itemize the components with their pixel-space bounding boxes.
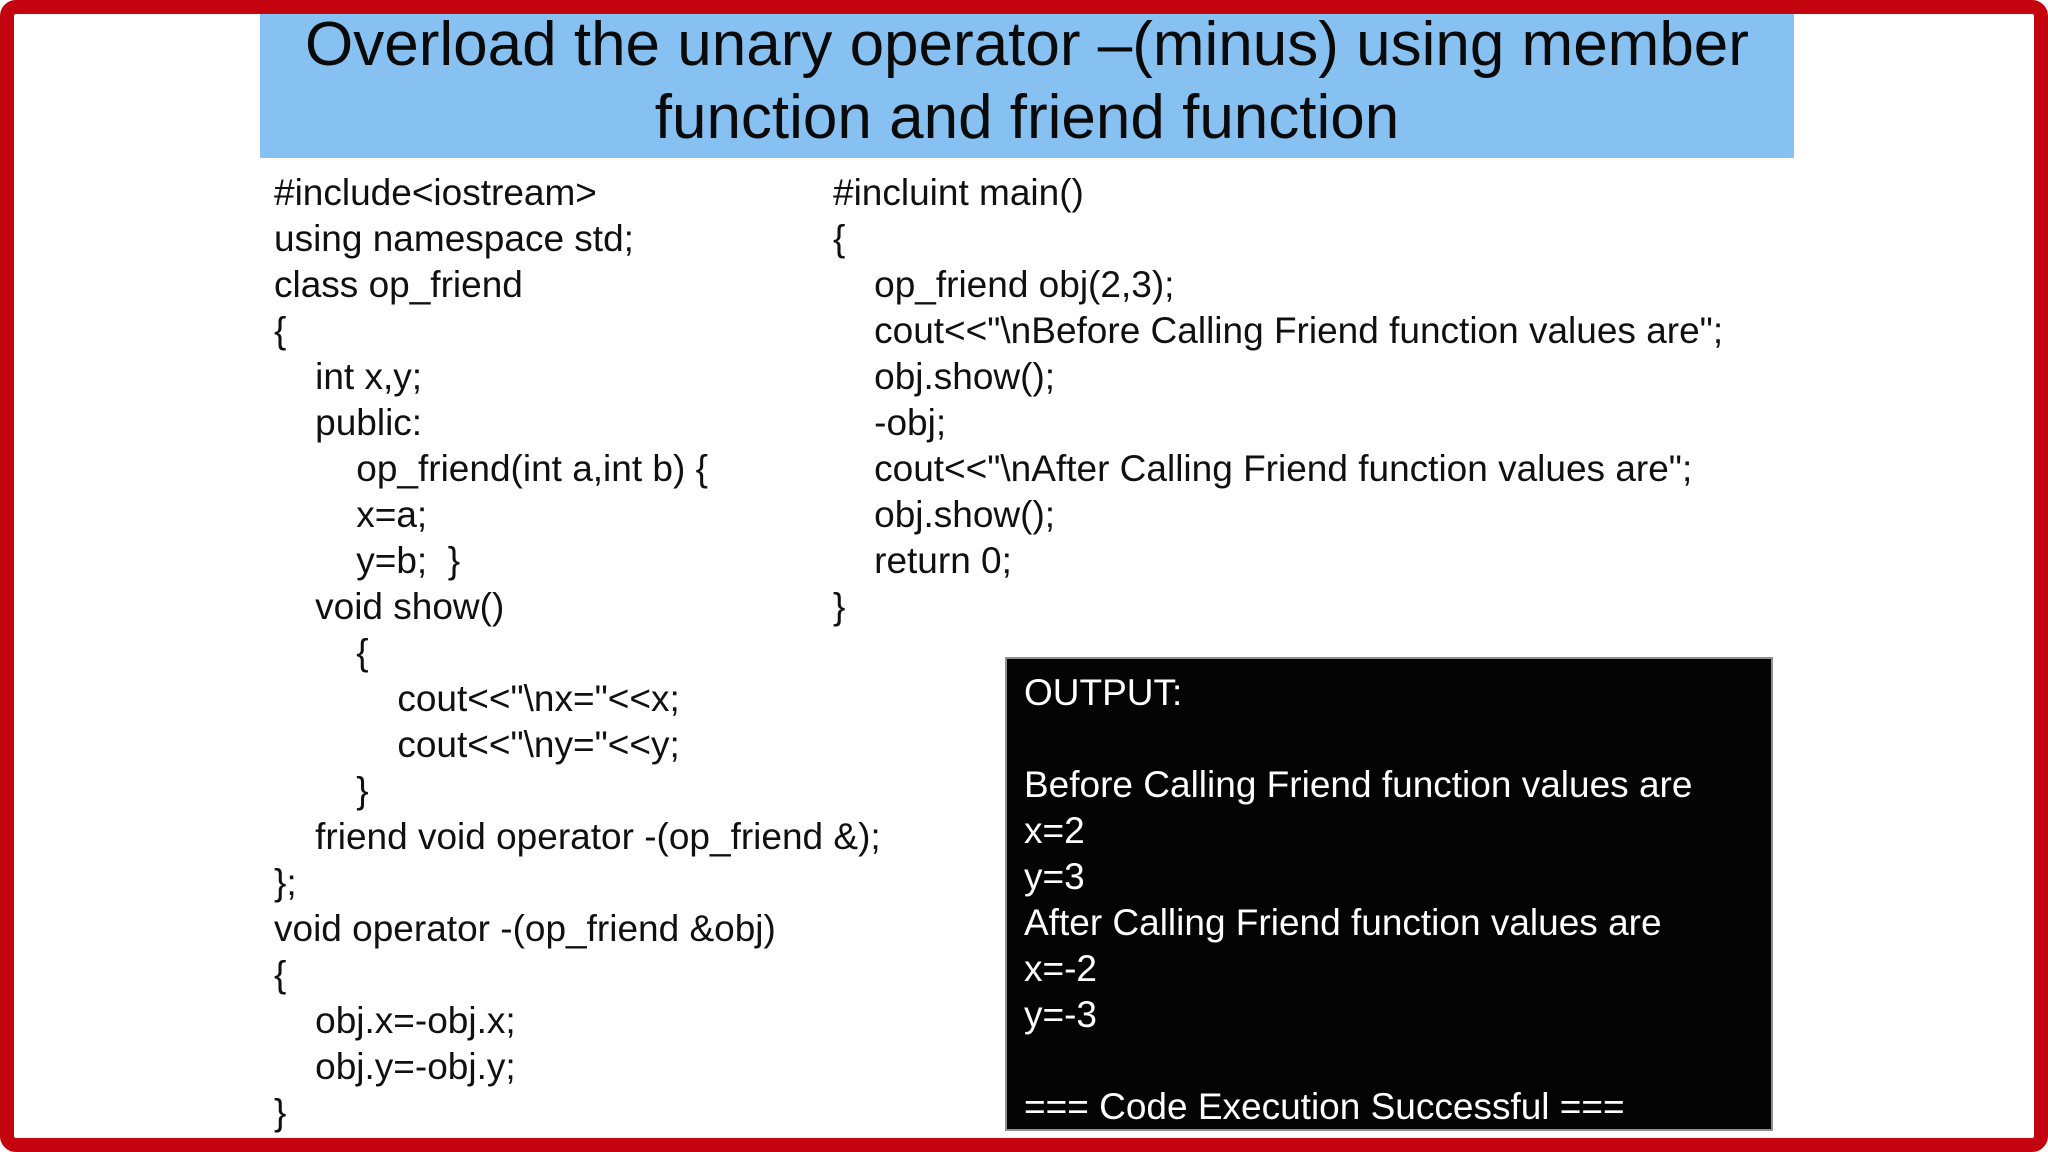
code-line: return 0; — [833, 540, 1012, 581]
output-line — [1024, 1038, 1771, 1084]
code-line: cout<<"\nx="<<x; — [274, 678, 680, 719]
code-line: }; — [274, 862, 297, 903]
output-line: Before Calling Friend function values ar… — [1024, 764, 1693, 805]
code-line: obj.show(); — [833, 494, 1056, 535]
output-line: === Code Execution Successful === — [1024, 1086, 1625, 1127]
code-line: cout<<"\nAfter Calling Friend function v… — [833, 448, 1693, 489]
code-line: obj.y=-obj.y; — [274, 1046, 516, 1087]
output-line: OUTPUT: — [1024, 672, 1183, 713]
output-line: y=3 — [1024, 856, 1085, 897]
output-line: x=2 — [1024, 810, 1085, 851]
code-column-left: #include<iostream> using namespace std; … — [274, 170, 881, 1136]
code-line: using namespace std; — [274, 218, 634, 259]
code-line: { — [274, 310, 287, 351]
output-line: y=-3 — [1024, 994, 1098, 1035]
slide-title-line-1: Overload the unary operator –(minus) usi… — [305, 9, 1749, 79]
code-line: -obj; — [833, 402, 947, 443]
code-line: } — [833, 586, 846, 627]
code-line: { — [274, 632, 369, 673]
code-line: int x,y; — [274, 356, 423, 397]
code-line: class op_friend — [274, 264, 523, 305]
slide-title-line-2: function and friend function — [654, 82, 1400, 152]
output-line: x=-2 — [1024, 948, 1098, 989]
code-line: void operator -(op_friend &obj) — [274, 908, 776, 949]
code-line: } — [274, 1092, 287, 1133]
code-line: obj.x=-obj.x; — [274, 1000, 516, 1041]
code-line: y=b; } — [274, 540, 461, 581]
code-line: } — [274, 770, 369, 811]
code-line: cout<<"\nBefore Calling Friend function … — [833, 310, 1724, 351]
code-line: { — [833, 218, 846, 259]
code-line: cout<<"\ny="<<y; — [274, 724, 680, 765]
output-line — [1024, 716, 1771, 762]
code-line: #incluint main() — [833, 172, 1084, 213]
code-column-right: #incluint main() { op_friend obj(2,3); c… — [833, 170, 1723, 630]
title-banner: Overload the unary operator –(minus) usi… — [260, 3, 1794, 158]
code-line: op_friend(int a,int b) { — [274, 448, 708, 489]
code-line: public: — [274, 402, 423, 443]
code-line: x=a; — [274, 494, 428, 535]
output-panel: OUTPUT: Before Calling Friend function v… — [1005, 657, 1773, 1131]
code-line: op_friend obj(2,3); — [833, 264, 1175, 305]
output-line: After Calling Friend function values are — [1024, 902, 1662, 943]
code-line: void show() — [274, 586, 505, 627]
code-line: obj.show(); — [833, 356, 1056, 397]
code-line: friend void operator -(op_friend &); — [274, 816, 881, 857]
code-line: #include<iostream> — [274, 172, 597, 213]
code-line: { — [274, 954, 287, 995]
